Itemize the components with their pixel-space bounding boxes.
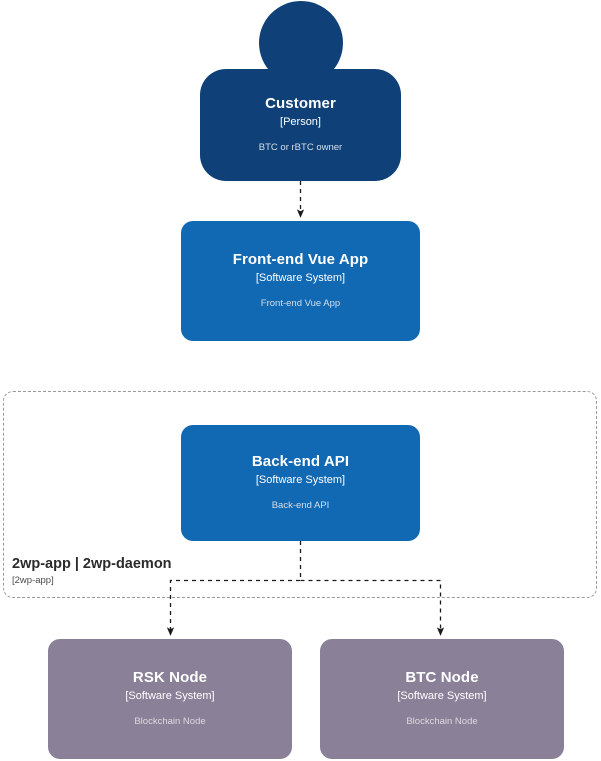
node-btc-node[interactable]: BTC Node [Software System] Blockchain No… [320,639,564,759]
backend-type: [Software System] [255,474,346,487]
boundary-type: [2wp-app] [12,575,54,587]
rsk-node-description: Blockchain Node [134,716,206,728]
backend-title: Back-end API [251,453,350,471]
backend-description: Back-end API [271,500,330,512]
customer-type: [Person] [280,116,321,129]
rsk-node-type: [Software System] [125,690,215,703]
node-customer[interactable]: Customer [Person] BTC or rBTC owner [200,69,401,181]
frontend-title: Front-end Vue App [232,251,369,269]
node-frontend-vue-app[interactable]: Front-end Vue App [Software System] Fron… [181,221,420,341]
node-rsk-node[interactable]: RSK Node [Software System] Blockchain No… [48,639,292,759]
customer-title: Customer [265,95,336,113]
rsk-node-title: RSK Node [132,669,208,687]
frontend-description: Front-end Vue App [260,298,341,310]
node-backend-api[interactable]: Back-end API [Software System] Back-end … [181,425,420,541]
btc-node-title: BTC Node [405,669,479,687]
btc-node-type: [Software System] [397,690,487,703]
boundary-label: 2wp-app | 2wp-daemon [2wp-app] [12,556,172,587]
frontend-type: [Software System] [255,272,346,285]
customer-description: BTC or rBTC owner [258,142,343,154]
boundary-title: 2wp-app | 2wp-daemon [12,556,172,572]
btc-node-description: Blockchain Node [406,716,478,728]
